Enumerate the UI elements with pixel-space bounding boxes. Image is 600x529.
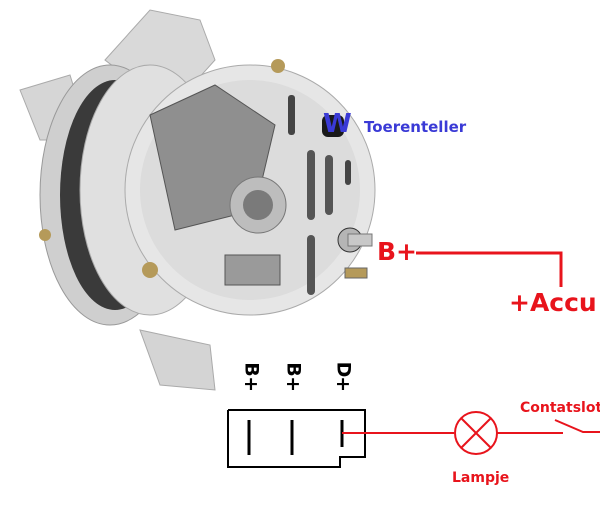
ignition-switch-label: Contatslot [520, 400, 600, 416]
terminal-sign: + [335, 373, 351, 395]
tachometer-label: Toerenteller [364, 118, 467, 136]
terminal-sign: + [243, 373, 259, 395]
terminal-sign: + [285, 373, 301, 395]
connector-outline [227, 409, 366, 468]
switch-icon [554, 419, 600, 433]
terminal-letter: B [240, 362, 263, 377]
battery-label: +Accu [509, 288, 597, 317]
terminal-label-d-plus: D + [332, 360, 355, 395]
terminal-letter: D [332, 361, 355, 378]
b-plus-wire [416, 251, 563, 287]
lamp-icon [454, 411, 498, 455]
terminal-label-b-plus-2: B + [282, 360, 305, 395]
lamp-label: Lampje [452, 470, 510, 486]
w-terminal-label: W [323, 109, 352, 139]
terminal-label-b-plus-1: B + [240, 360, 263, 395]
b-plus-label: B+ [377, 237, 418, 266]
terminal-letter: B [282, 362, 305, 377]
alternator-image [19, 9, 376, 391]
